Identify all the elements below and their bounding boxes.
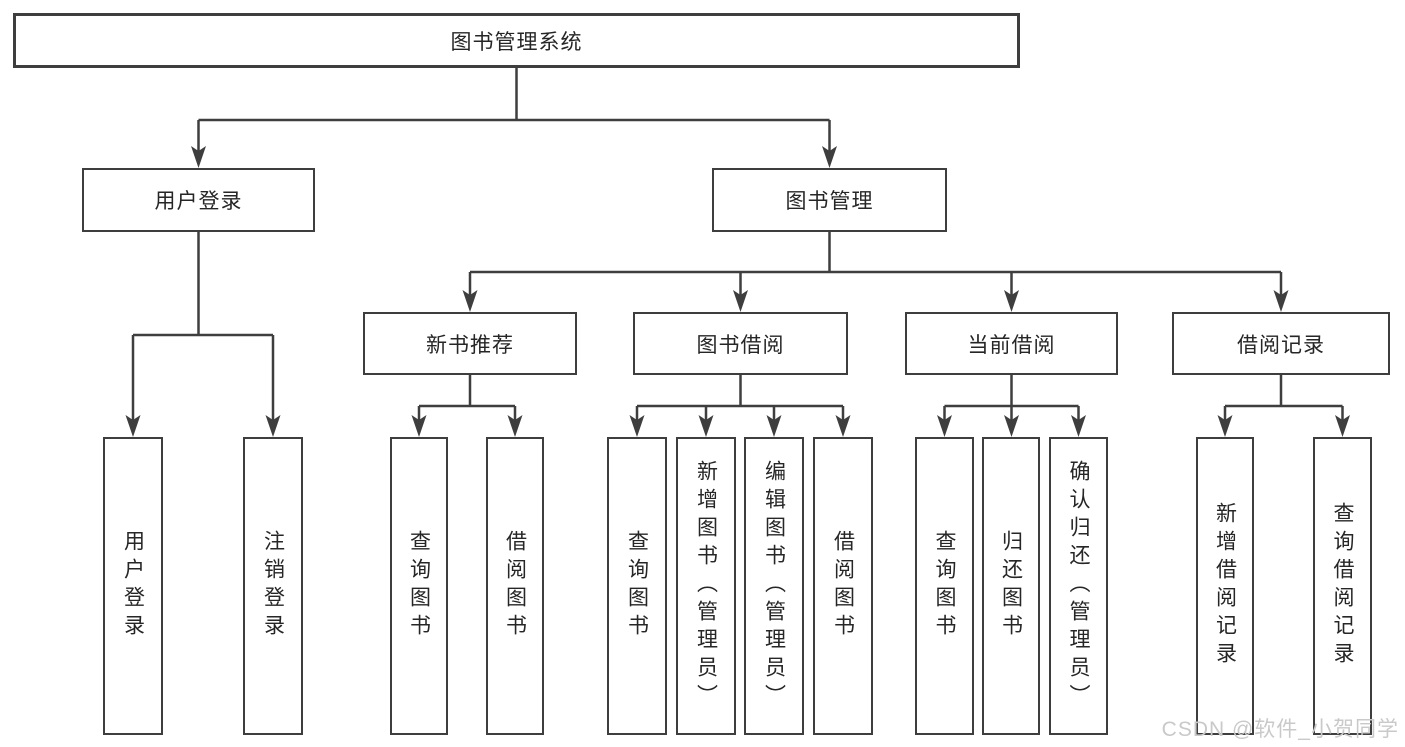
leaf-borrow-edit-books-admin-label: 编辑图书（管理员） [762, 460, 786, 712]
node-book-borrow: 图书借阅 [633, 312, 848, 375]
leaf-borrow-borrow-books: 借阅图书 [813, 437, 873, 735]
leaf-logout: 注销登录 [243, 437, 303, 735]
leaf-current-confirm-return-admin-label: 确认归还（管理员） [1067, 460, 1090, 712]
leaf-user-login: 用户登录 [103, 437, 163, 735]
leaf-borrow-add-books-admin-label: 新增图书（管理员） [694, 460, 718, 712]
leaf-newbook-query-books-label: 查询图书 [407, 530, 431, 642]
node-current-borrow-label: 当前借阅 [967, 333, 1056, 357]
leaf-record-add-record: 新增借阅记录 [1196, 437, 1254, 735]
leaf-newbook-borrow-books: 借阅图书 [486, 437, 544, 735]
leaf-borrow-edit-books-admin: 编辑图书（管理员） [744, 437, 804, 735]
node-book-management: 图书管理 [712, 168, 947, 232]
leaf-record-query-record: 查询借阅记录 [1313, 437, 1372, 735]
node-book-management-label: 图书管理 [785, 190, 874, 213]
leaf-logout-label: 注销登录 [261, 530, 285, 642]
leaf-current-query-books: 查询图书 [915, 437, 974, 735]
node-user-login-label: 用户登录 [154, 190, 243, 213]
node-root-label: 图书管理系统 [450, 30, 583, 54]
leaf-newbook-query-books: 查询图书 [390, 437, 448, 735]
node-new-book-recommend: 新书推荐 [363, 312, 577, 375]
node-user-login: 用户登录 [82, 168, 315, 232]
leaf-current-query-books-label: 查询图书 [933, 530, 956, 642]
leaf-record-query-record-label: 查询借阅记录 [1331, 502, 1354, 670]
node-borrow-record-label: 借阅记录 [1237, 333, 1325, 357]
leaf-borrow-query-books: 查询图书 [607, 437, 667, 735]
leaf-borrow-add-books-admin: 新增图书（管理员） [676, 437, 736, 735]
node-root: 图书管理系统 [13, 13, 1020, 68]
leaf-current-return-books-label: 归还图书 [999, 530, 1023, 642]
node-new-book-recommend-label: 新书推荐 [426, 333, 514, 357]
leaf-newbook-borrow-books-label: 借阅图书 [503, 530, 527, 642]
leaf-borrow-query-books-label: 查询图书 [625, 530, 649, 642]
leaf-record-add-record-label: 新增借阅记录 [1213, 502, 1237, 670]
node-current-borrow: 当前借阅 [905, 312, 1118, 375]
leaf-current-confirm-return-admin: 确认归还（管理员） [1049, 437, 1108, 735]
node-borrow-record: 借阅记录 [1172, 312, 1390, 375]
leaf-user-login-label: 用户登录 [121, 530, 145, 642]
leaf-borrow-borrow-books-label: 借阅图书 [831, 530, 855, 642]
leaf-current-return-books: 归还图书 [982, 437, 1040, 735]
csdn-watermark: CSDN @软件_小贺同学 [1161, 718, 1399, 741]
node-book-borrow-label: 图书借阅 [696, 333, 785, 357]
